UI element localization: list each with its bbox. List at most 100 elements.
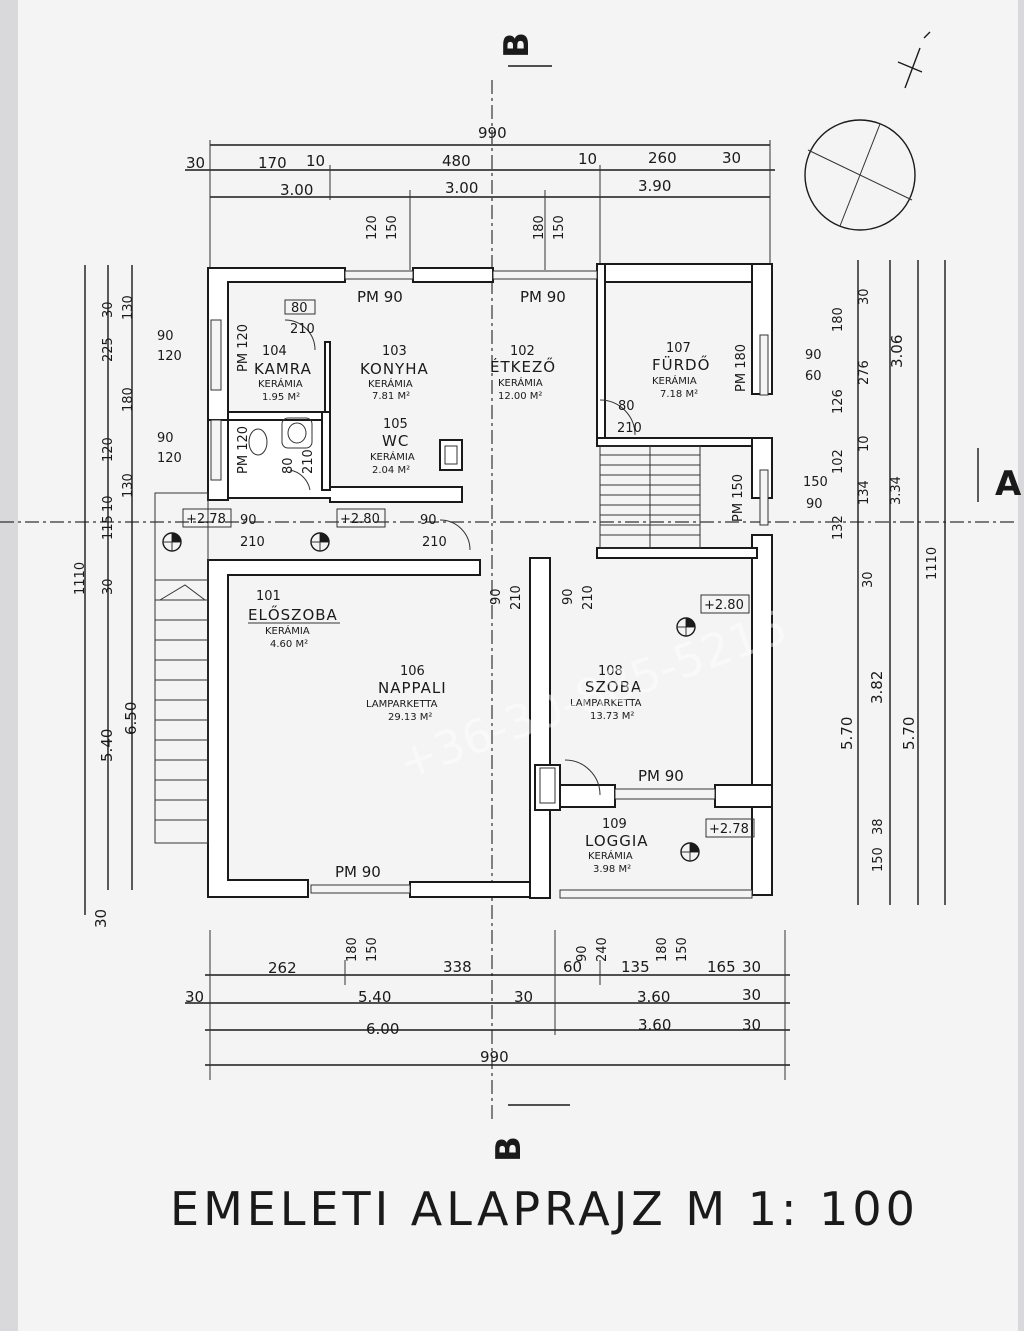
room-106-num: 106 bbox=[400, 664, 425, 679]
room-106: 106 NAPPALI LAMPARKETTA 29.13 M² bbox=[366, 664, 446, 723]
dim-right-total: 1110 bbox=[925, 547, 940, 580]
room-103-floor: KERÁMIA bbox=[368, 377, 413, 390]
room-109-floor: KERÁMIA bbox=[588, 849, 633, 862]
level-markers bbox=[162, 532, 700, 862]
dim-bottom-row1-5: 30 bbox=[742, 958, 761, 976]
dim-right-a-7: 150 bbox=[871, 847, 886, 872]
room-105-name: WC bbox=[382, 432, 409, 450]
room-107-area: 7.18 M² bbox=[660, 389, 698, 400]
room-103-num: 103 bbox=[382, 344, 407, 359]
dim-left-outer-1: 130 bbox=[121, 295, 136, 320]
dim-bottom-small-0: 180 bbox=[345, 937, 360, 962]
door-mark-3: 120 bbox=[157, 349, 182, 364]
top-dimension-lines bbox=[185, 140, 775, 270]
room-102-floor: KERÁMIA bbox=[498, 376, 543, 389]
dim-right-mark-3: 90 bbox=[806, 497, 823, 512]
window-label-pm90-top-1: PM 90 bbox=[357, 288, 403, 306]
room-108-name: SZOBA bbox=[585, 678, 642, 696]
chimney-kitchen bbox=[439, 439, 463, 471]
washbasin-icon bbox=[281, 417, 313, 449]
window-labels: PM 90 PM 90 PM 90 PM 90 PM 120 PM 120 PM… bbox=[236, 288, 749, 881]
dim-bottom-row2-0: 30 bbox=[185, 988, 204, 1006]
door-mark-13: 210 bbox=[509, 585, 524, 610]
dim-bottom-small-1: 150 bbox=[365, 937, 380, 962]
dim-bottom-row1-4: 165 bbox=[707, 958, 736, 976]
dim-left-outer: 30 130 225 180 120 130 10 115 30 1110 5.… bbox=[73, 295, 140, 928]
section-b-bottom-label: B bbox=[489, 1136, 529, 1162]
door-swings bbox=[284, 319, 636, 796]
dim-right-a-6: 38 bbox=[871, 818, 886, 835]
dim-bottom-row2-1: 5.40 bbox=[358, 988, 391, 1006]
room-104-num: 104 bbox=[262, 344, 287, 359]
left-dimension-lines bbox=[84, 265, 133, 915]
dim-bottom-row1-1: 338 bbox=[443, 958, 472, 976]
dim-right-c-2: 5.70 bbox=[900, 717, 918, 750]
room-102-num: 102 bbox=[510, 344, 535, 359]
window-label-pm150: PM 150 bbox=[731, 474, 746, 522]
dim-top-row1-0: 30 bbox=[186, 154, 205, 172]
dim-bottom-row2-2: 30 bbox=[514, 988, 533, 1006]
dim-left-outer-2: 225 bbox=[101, 337, 116, 362]
dim-bottom-row3-2: 30 bbox=[742, 1016, 761, 1034]
room-105-num: 105 bbox=[383, 417, 408, 432]
room-109-area: 3.98 M² bbox=[593, 864, 631, 875]
room-106-floor: LAMPARKETTA bbox=[366, 699, 438, 710]
dim-left-outer-5: 130 bbox=[121, 473, 136, 498]
room-101-num: 101 bbox=[256, 589, 281, 604]
dim-bottom-small-4: 180 bbox=[655, 937, 670, 962]
dim-top-small: 120 150 180 150 bbox=[365, 215, 567, 240]
dim-left-outer-8: 30 bbox=[101, 578, 116, 595]
door-size-marks: 80 210 90 120 90 120 80 210 90 210 90 21… bbox=[157, 299, 642, 610]
room-102-area: 12.00 M² bbox=[498, 391, 542, 402]
level-marker-icon bbox=[310, 532, 330, 552]
dim-left-outer-4: 120 bbox=[101, 437, 116, 462]
dim-top-row1-3: 480 bbox=[442, 152, 471, 170]
door-mark-14: 90 bbox=[561, 588, 576, 605]
window-label-pm120-kamra: PM 120 bbox=[236, 324, 251, 372]
dim-top-small-3: 150 bbox=[552, 215, 567, 240]
dim-bottom-row1-0: 262 bbox=[268, 959, 297, 977]
building-plan bbox=[154, 263, 773, 899]
level-marker-icon bbox=[680, 842, 700, 862]
room-105-area: 2.04 M² bbox=[372, 465, 410, 476]
room-103-name: KONYHA bbox=[360, 360, 429, 378]
bottom-dimension-lines bbox=[185, 930, 790, 1080]
door-mark-12: 90 bbox=[489, 588, 504, 605]
door-mark-8: 90 bbox=[240, 513, 257, 528]
dim-left-outer-3: 180 bbox=[121, 387, 136, 412]
door-mark-11: 210 bbox=[422, 535, 447, 550]
dim-top-row2-2: 3.90 bbox=[638, 177, 671, 195]
room-108-floor: LAMPARKETTA bbox=[570, 698, 642, 709]
room-104-name: KAMRA bbox=[254, 360, 312, 378]
dim-bottom-row1-3: 135 bbox=[621, 958, 650, 976]
window-label-pm120-wc: PM 120 bbox=[236, 426, 251, 474]
window-label-pm90-room: PM 90 bbox=[638, 767, 684, 785]
level-label-0: +2.78 bbox=[186, 512, 226, 527]
dim-top-row1-6: 30 bbox=[722, 149, 741, 167]
dim-right-a-4: 30 bbox=[861, 571, 876, 588]
dim-right-b-0: 30 bbox=[857, 288, 872, 305]
left-staircase bbox=[154, 492, 209, 844]
chimney-room bbox=[539, 767, 556, 804]
room-108-num: 108 bbox=[598, 664, 623, 679]
washbasin-bowl-icon bbox=[287, 422, 307, 444]
dim-top-row1: 30 170 10 480 10 260 30 bbox=[186, 149, 741, 172]
room-107-floor: KERÁMIA bbox=[652, 374, 697, 387]
dim-top-row1-1: 170 bbox=[258, 154, 287, 172]
door-mark-7: 210 bbox=[301, 449, 316, 474]
paper-sheet bbox=[18, 0, 1018, 1331]
dim-top-row1-2: 10 bbox=[306, 152, 325, 170]
toilet-icon bbox=[248, 428, 268, 456]
right-dimension-lines bbox=[857, 260, 946, 905]
window-label-pm90-living: PM 90 bbox=[335, 863, 381, 881]
dim-bottom-total: 990 bbox=[480, 1048, 509, 1066]
dim-right-b-3: 134 bbox=[857, 480, 872, 505]
door-mark-4: 90 bbox=[157, 431, 174, 446]
window-label-pm180: PM 180 bbox=[734, 344, 749, 392]
dim-right-a-2: 102 bbox=[831, 449, 846, 474]
level-label-1: +2.80 bbox=[340, 512, 380, 527]
dim-bottom-row2-4: 30 bbox=[742, 986, 761, 1004]
door-mark-6: 80 bbox=[281, 457, 296, 474]
room-104-area: 1.95 M² bbox=[262, 392, 300, 403]
room-109-name: LOGGIA bbox=[585, 832, 649, 850]
